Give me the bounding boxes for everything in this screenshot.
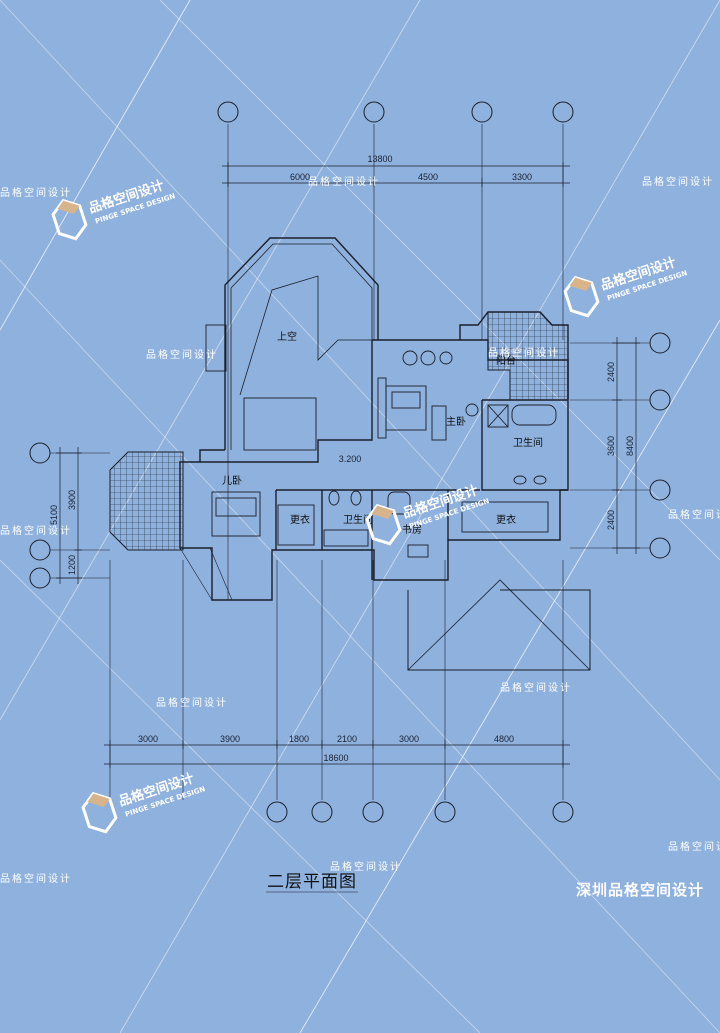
logo-watermark: 品格空间设计 PINGE SPACE DESIGN	[563, 254, 688, 318]
room-bath-2: 卫生间	[343, 513, 373, 526]
axis-bubble	[29, 442, 51, 464]
watermark-texts: 品格空间设计 品格空间设计 品格空间设计 品格空间设计 品格空间设计 品格空间设…	[0, 175, 720, 885]
dim-bottom-2: 3900	[220, 734, 240, 744]
building-walls	[179, 237, 591, 671]
room-void: 上空	[277, 330, 297, 343]
watermark-text: 品格空间设计	[488, 346, 560, 359]
toilet	[328, 490, 340, 506]
logo-watermark: 品格空间设计 PINGE SPACE DESIGN	[365, 482, 490, 546]
bay-wall	[224, 237, 379, 450]
watermark-text: 品格空间设计	[642, 175, 714, 188]
right-balcony	[487, 311, 569, 401]
furniture	[205, 324, 557, 558]
level-mark: 3.200	[339, 454, 362, 464]
axis-bubble	[217, 101, 239, 123]
logo-cube-icon	[563, 275, 600, 318]
axis-bubble	[552, 801, 574, 823]
axis-bubble	[362, 801, 384, 823]
dim-top-2: 4500	[418, 172, 438, 182]
tub-small	[323, 529, 369, 547]
dim-bottom-4: 2100	[337, 734, 357, 744]
room-kids: 儿卧	[222, 474, 242, 487]
room-study: 书房	[402, 523, 422, 536]
dimension-texts: 13800 6000 4500 3300 3000 3900 1800 2100…	[49, 154, 635, 763]
room-closet-1: 更衣	[290, 513, 310, 526]
watermark-text: 品格空间设计	[0, 186, 72, 199]
dim-bottom-1: 3000	[138, 734, 158, 744]
dim-top-total: 13800	[367, 154, 392, 164]
chair	[402, 350, 418, 366]
logo-watermark: 品格空间设计 PINGE SPACE DESIGN	[81, 770, 206, 834]
sink	[513, 475, 527, 485]
dimension-lines	[56, 162, 640, 768]
logo-watermark: 品格空间设计 PINGE SPACE DESIGN	[51, 177, 176, 241]
watermark-text: 品格空间设计	[0, 872, 72, 885]
left-balcony	[109, 451, 184, 551]
drawing-title: 二层平面图	[267, 872, 357, 892]
dim-bottom-5: 3000	[399, 734, 419, 744]
axis-bubble	[649, 389, 671, 411]
axis-bubble	[649, 479, 671, 501]
armchair	[387, 491, 411, 515]
axis-bubble	[552, 101, 574, 123]
watermark-text: 品格空间设计	[668, 840, 720, 853]
room-master-bedroom: 主卧	[446, 415, 466, 428]
dim-left-1: 3900	[67, 490, 77, 510]
watermark-text: 品格空间设计	[0, 524, 72, 537]
axis-bubble	[266, 801, 288, 823]
dim-bottom-3: 1800	[289, 734, 309, 744]
watermark-text: 品格空间设计	[156, 696, 228, 709]
axis-bubble	[29, 539, 51, 561]
dim-left-total: 5100	[49, 505, 59, 525]
room-balcony: 阳台	[496, 354, 516, 367]
axis-bubble	[29, 567, 51, 589]
dim-right-total: 8400	[625, 436, 635, 456]
kids-bed	[211, 491, 261, 537]
room-master-bath: 卫生间	[513, 436, 543, 449]
dim-bottom-total: 18600	[323, 753, 348, 763]
watermark-text: 品格空间设计	[308, 175, 380, 188]
axis-bubbles	[29, 101, 671, 823]
watermark-text: 品格空间设计	[668, 508, 720, 521]
dim-top-3: 3300	[512, 172, 532, 182]
axis-bubble	[649, 537, 671, 559]
room-labels: 上空 阳台 主卧 卫生间 儿卧 更衣 卫生间 书房 更衣	[222, 330, 543, 536]
brand-label: 深圳品格空间设计	[576, 881, 704, 899]
tiled-areas	[109, 311, 569, 551]
axis-bubble	[311, 801, 333, 823]
dim-right-2: 3600	[606, 436, 616, 456]
watermark-text: 品格空间设计	[330, 860, 402, 873]
dim-right-3: 2400	[606, 510, 616, 530]
dim-right-1: 2400	[606, 362, 616, 382]
axis-bubble	[363, 101, 385, 123]
dim-left-2: 1200	[67, 555, 77, 575]
axis-bubble	[649, 332, 671, 354]
bathtub	[511, 404, 557, 426]
axis-bubble	[471, 101, 493, 123]
watermark-text: 品格空间设计	[500, 681, 572, 694]
dim-bottom-6: 4800	[494, 734, 514, 744]
dim-top-1: 6000	[290, 172, 310, 182]
room-closet-2: 更衣	[496, 513, 516, 526]
axis-bubble	[434, 801, 456, 823]
watermark-text: 品格空间设计	[146, 348, 218, 361]
